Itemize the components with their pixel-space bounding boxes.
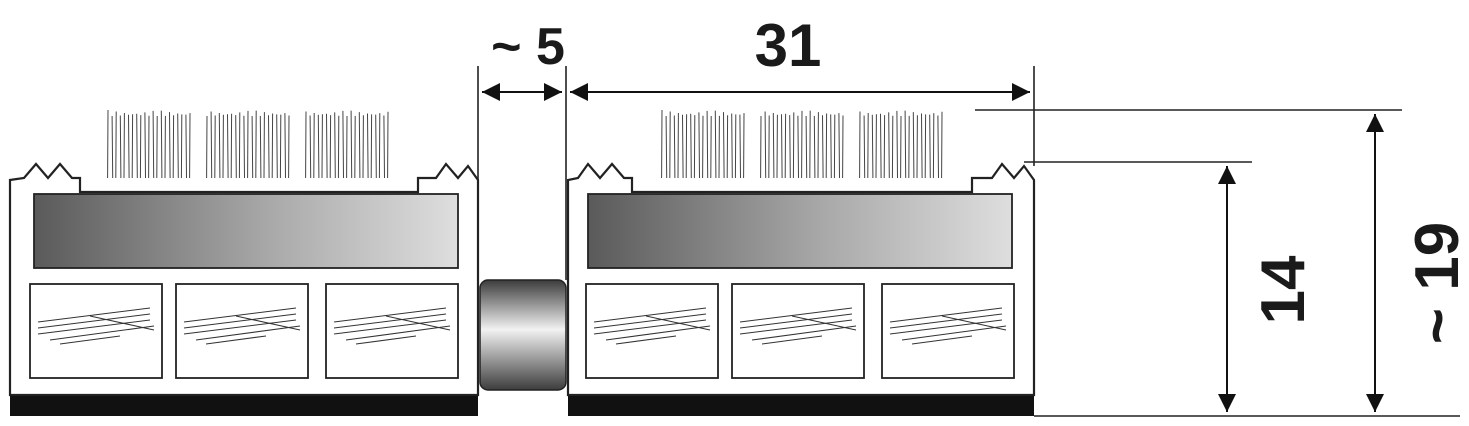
right-base-strip — [568, 396, 1034, 416]
connector-spacer — [479, 279, 567, 391]
width-dimension-label: 31 — [755, 12, 822, 79]
bristle-tuft — [305, 110, 389, 179]
bristle-tuft — [661, 109, 745, 179]
hollow-chamber — [175, 283, 309, 379]
hollow-chamber — [585, 283, 719, 379]
bristle-tuft — [859, 110, 943, 179]
hollow-chamber — [29, 283, 163, 379]
total-height-dimension-label: ~ 19 — [1403, 222, 1469, 344]
left-base-strip — [10, 396, 478, 416]
left-profile — [8, 109, 480, 416]
left-chambers — [29, 283, 459, 379]
bristle-tuft — [107, 109, 191, 179]
bristle-tuft — [206, 110, 290, 179]
right-insert — [587, 193, 1013, 269]
right-profile — [566, 109, 1036, 416]
left-insert — [33, 193, 459, 269]
right-chambers — [585, 283, 1015, 379]
right-bristles — [661, 109, 943, 179]
hollow-chamber — [731, 283, 865, 379]
bristle-tuft — [760, 110, 844, 179]
left-bristles — [107, 109, 389, 179]
inner-height-dimension-label: 14 — [1249, 255, 1318, 324]
hollow-chamber — [325, 283, 459, 379]
hollow-chamber — [881, 283, 1015, 379]
gap-dimension-label: ~ 5 — [491, 18, 565, 76]
dimension-lines — [477, 66, 1460, 417]
